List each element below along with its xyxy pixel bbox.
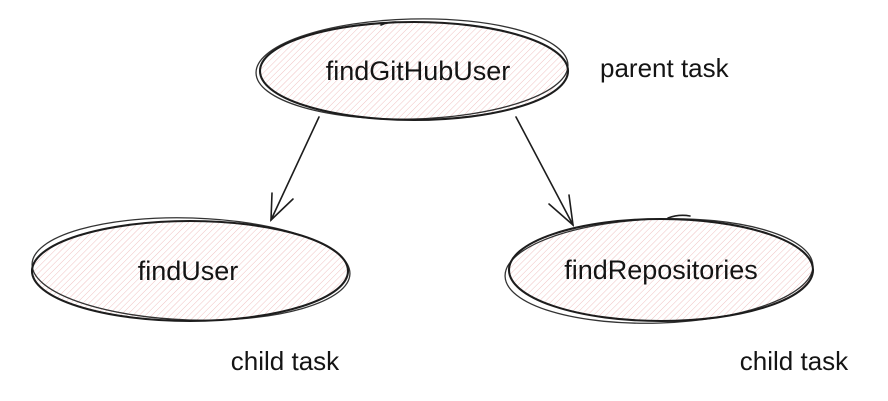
edge-findGitHubUser-to-findRepositories: [515, 116, 575, 228]
annotation-parent-task: parent task: [600, 53, 730, 83]
edge-shaft: [270, 116, 320, 221]
annotation-child-task-right: child task: [740, 346, 849, 376]
edge-findGitHubUser-to-findUser: [270, 116, 320, 222]
node-findRepositories: findRepositories: [504, 214, 815, 324]
edge-shaft: [515, 116, 574, 226]
node-findGitHubUser: findGitHubUser: [255, 18, 570, 122]
arrowhead-icon: [270, 192, 294, 222]
pen-mark: [380, 21, 397, 26]
node-ellipse-sketch-outline: [504, 218, 814, 324]
arrowhead-icon: [548, 194, 575, 228]
node-findUser: findUser: [30, 217, 351, 323]
node-label: findUser: [138, 256, 239, 286]
node-ellipse: [258, 20, 570, 122]
annotation-child-task-left: child task: [231, 346, 340, 376]
node-ellipse-sketch-outline: [255, 18, 569, 120]
node-label: findRepositories: [564, 255, 758, 285]
pen-mark: [667, 214, 691, 219]
node-label: findGitHubUser: [326, 56, 511, 86]
node-ellipse-sketch-outline: [31, 217, 351, 321]
node-ellipse: [30, 219, 350, 323]
